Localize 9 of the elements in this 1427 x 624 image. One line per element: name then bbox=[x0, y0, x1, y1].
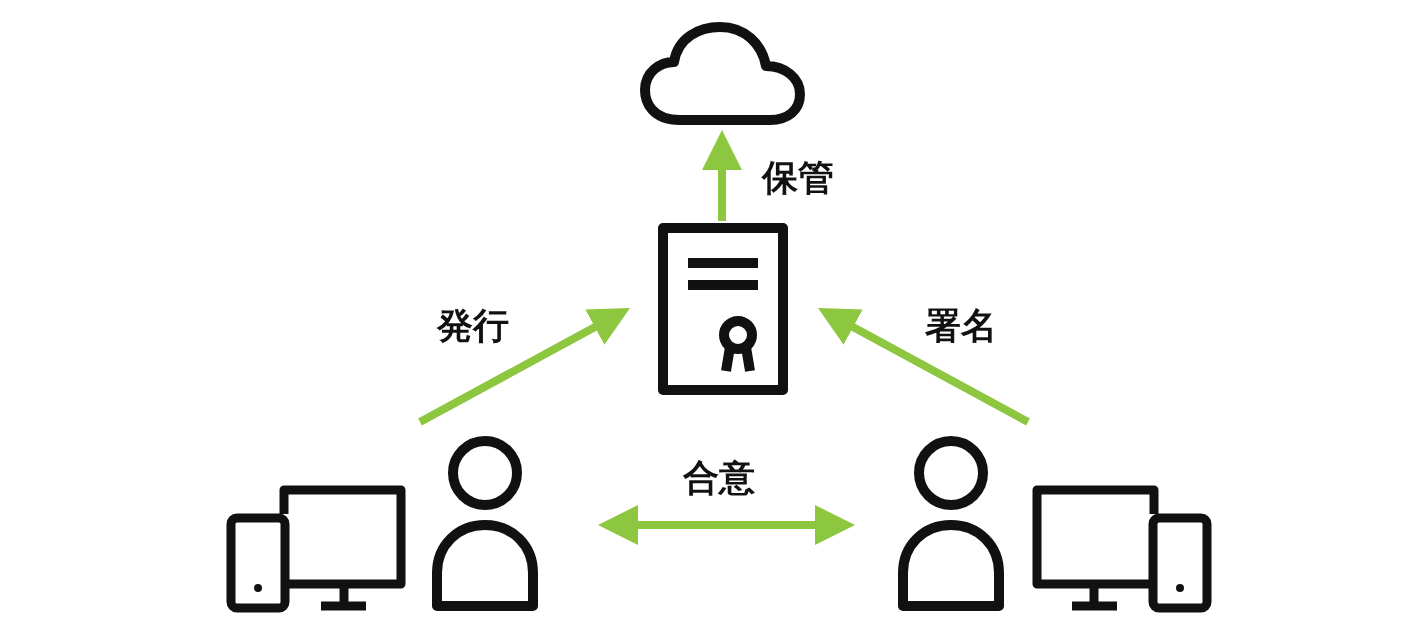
cloud-icon bbox=[640, 20, 806, 128]
arrow bbox=[598, 505, 855, 545]
edge-label: 保管 bbox=[762, 158, 834, 198]
edge-label: 合意 bbox=[683, 458, 755, 498]
arrow bbox=[818, 308, 1030, 426]
certificate-icon bbox=[658, 223, 788, 395]
arrow bbox=[418, 308, 630, 426]
person-icon bbox=[430, 433, 540, 611]
edge-label: 発行 bbox=[437, 306, 509, 346]
